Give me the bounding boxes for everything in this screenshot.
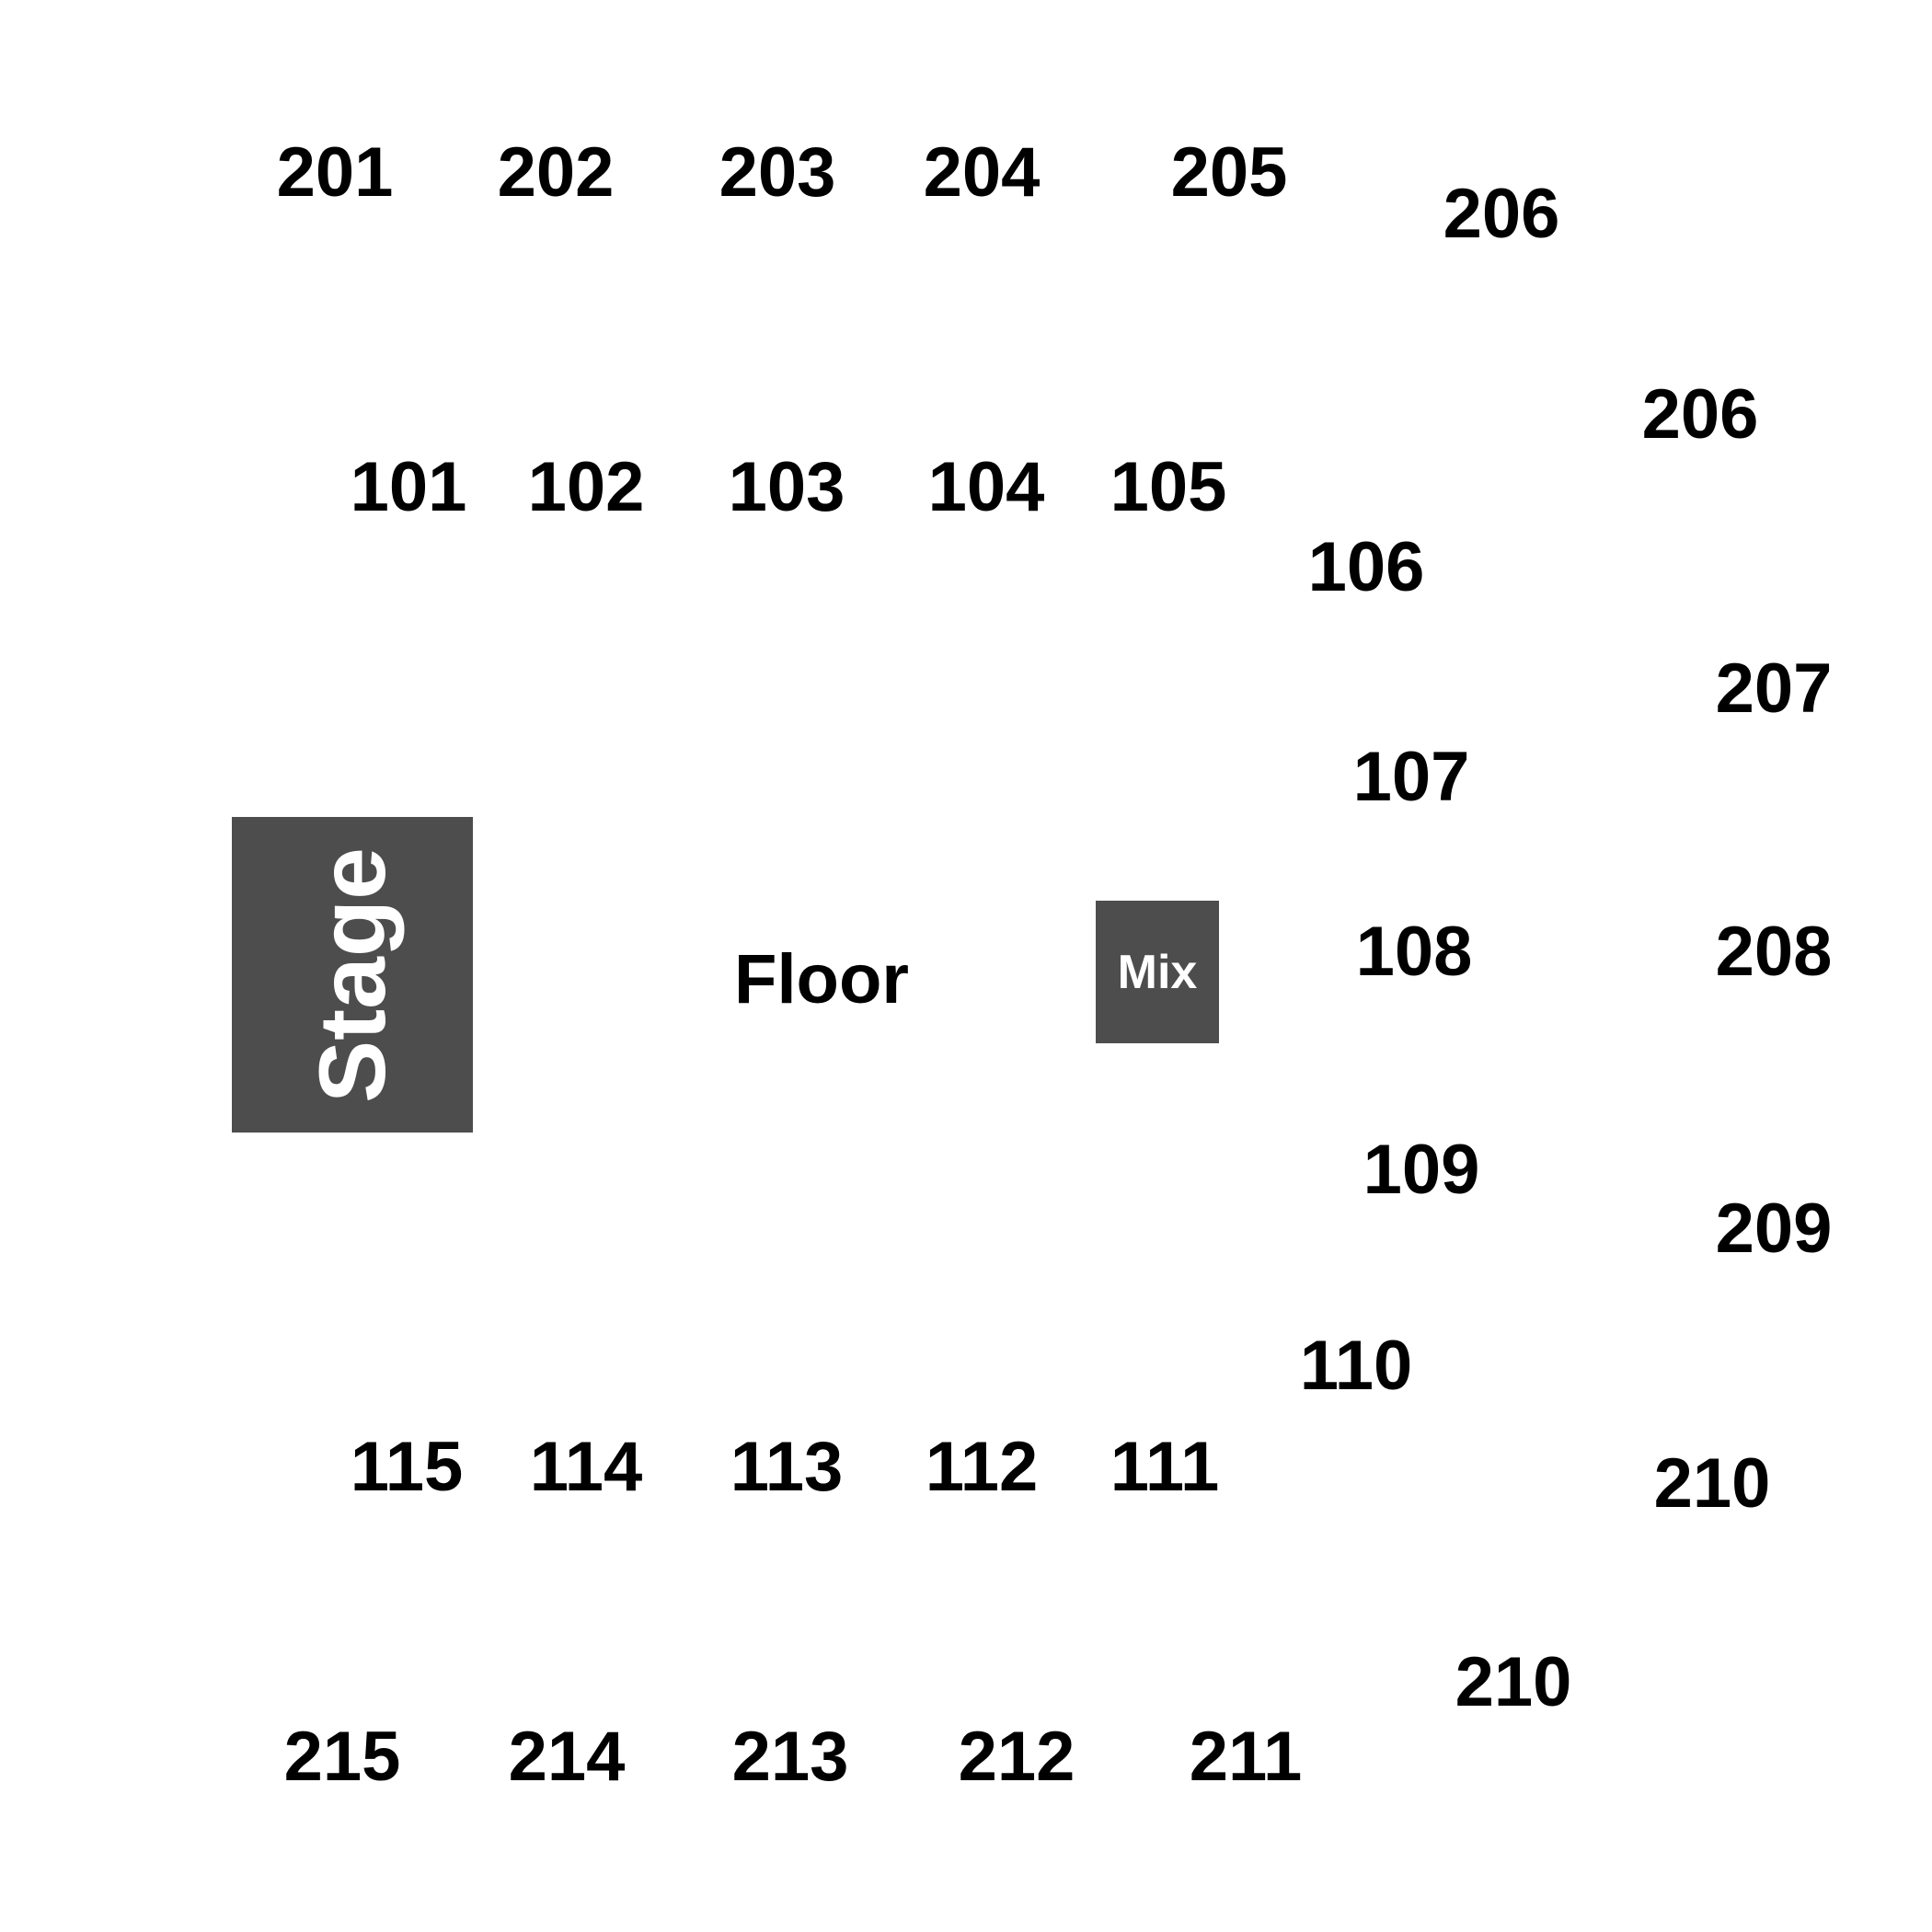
section-114[interactable]: 114: [529, 1428, 643, 1506]
stage[interactable]: Stage: [232, 817, 473, 1133]
section-206-right[interactable]: 206: [1641, 375, 1759, 454]
section-112[interactable]: 112: [925, 1428, 1039, 1506]
section-212[interactable]: 212: [958, 1718, 1075, 1796]
section-208[interactable]: 208: [1715, 913, 1833, 991]
section-207[interactable]: 207: [1715, 650, 1833, 728]
section-106[interactable]: 106: [1307, 528, 1425, 606]
section-109[interactable]: 109: [1363, 1131, 1480, 1209]
section-101[interactable]: 101: [350, 448, 467, 526]
section-107[interactable]: 107: [1352, 738, 1470, 816]
section-108[interactable]: 108: [1355, 913, 1473, 991]
section-213[interactable]: 213: [731, 1718, 849, 1796]
section-201[interactable]: 201: [276, 133, 394, 212]
section-202[interactable]: 202: [497, 133, 615, 212]
section-204[interactable]: 204: [923, 133, 1041, 212]
section-113[interactable]: 113: [730, 1428, 844, 1506]
section-111[interactable]: 111: [1110, 1428, 1220, 1506]
section-110[interactable]: 110: [1299, 1327, 1413, 1405]
section-215[interactable]: 215: [283, 1718, 401, 1796]
section-210-right[interactable]: 210: [1653, 1444, 1771, 1523]
section-205[interactable]: 205: [1170, 133, 1288, 212]
section-103[interactable]: 103: [728, 448, 845, 526]
section-104[interactable]: 104: [927, 448, 1045, 526]
section-209[interactable]: 209: [1715, 1190, 1833, 1268]
stage-label: Stage: [300, 846, 406, 1103]
section-210-bottom[interactable]: 210: [1455, 1643, 1572, 1721]
mix-label: Mix: [1117, 945, 1198, 999]
section-203[interactable]: 203: [719, 133, 836, 212]
section-105[interactable]: 105: [1110, 448, 1227, 526]
section-211[interactable]: 211: [1189, 1718, 1303, 1796]
section-206-top[interactable]: 206: [1443, 175, 1560, 253]
mix-position[interactable]: Mix: [1096, 901, 1219, 1043]
section-115[interactable]: 115: [350, 1428, 464, 1506]
section-214[interactable]: 214: [508, 1718, 626, 1796]
floor-label[interactable]: Floor: [734, 940, 909, 1018]
section-102[interactable]: 102: [527, 448, 645, 526]
